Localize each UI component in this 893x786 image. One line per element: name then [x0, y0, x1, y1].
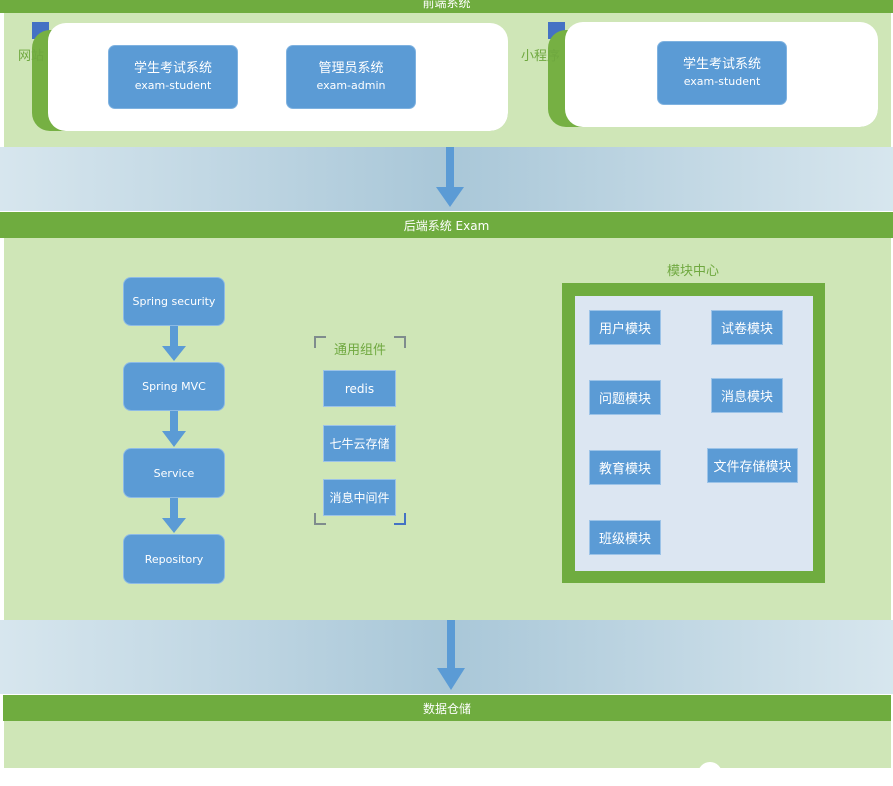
module-exam-paper[interactable]: 试卷模块	[711, 310, 783, 345]
component-redis[interactable]: redis	[323, 370, 396, 407]
backend-title-bar: 后端系统 Exam	[0, 212, 893, 238]
layer-label: Spring security	[132, 295, 216, 308]
app-box-mini-exam-student[interactable]: 学生考试系统 exam-student	[657, 41, 787, 105]
layer-label: Repository	[144, 552, 204, 566]
module-message[interactable]: 消息模块	[711, 378, 783, 413]
component-label: 七牛云存储	[329, 437, 390, 451]
arrow-down-icon	[162, 411, 186, 447]
component-qiniu-storage[interactable]: 七牛云存储	[323, 425, 396, 462]
arrow-down-icon	[162, 326, 186, 361]
app-code: exam-student	[134, 79, 212, 92]
storage-title: 数据仓储	[422, 701, 471, 716]
module-label: 问题模块	[598, 392, 651, 407]
app-name: 管理员系统	[318, 61, 384, 76]
app-code: exam-student	[683, 75, 761, 88]
module-center-title: 模块中心	[666, 264, 719, 279]
module-label: 试卷模块	[720, 322, 773, 337]
module-label: 文件存储模块	[713, 460, 792, 475]
watermark-circle	[698, 762, 722, 786]
common-components-bracket	[314, 336, 406, 525]
module-education[interactable]: 教育模块	[589, 450, 661, 485]
common-components-title: 通用组件	[333, 343, 386, 358]
storage-panel	[4, 721, 891, 768]
arrow-down-icon	[437, 620, 465, 690]
module-label: 班级模块	[598, 532, 651, 547]
storage-title-bar: 数据仓储	[3, 695, 891, 721]
layer-spring-security[interactable]: Spring security	[123, 277, 225, 326]
component-message-middleware[interactable]: 消息中间件	[323, 479, 396, 516]
arrow-down-icon	[162, 498, 186, 533]
frontend-title-bar: 前端系统	[0, 0, 893, 13]
module-label: 教育模块	[598, 462, 651, 477]
layer-service[interactable]: Service	[123, 448, 225, 498]
app-box-exam-student[interactable]: 学生考试系统 exam-student	[108, 45, 238, 109]
frontend-title: 前端系统	[422, 0, 471, 10]
module-question[interactable]: 问题模块	[589, 380, 661, 415]
module-file-storage[interactable]: 文件存储模块	[707, 448, 798, 483]
layer-label: Service	[153, 466, 195, 480]
layer-label: Spring MVC	[142, 380, 206, 393]
backend-title: 后端系统 Exam	[403, 218, 490, 233]
app-code: exam-admin	[316, 79, 386, 92]
miniprogram-label: 小程序	[521, 49, 561, 64]
app-name: 学生考试系统	[133, 61, 212, 76]
arrow-down-icon	[436, 147, 464, 207]
website-label: 网站	[18, 49, 45, 64]
module-label: 用户模块	[598, 322, 651, 337]
layer-repository[interactable]: Repository	[123, 534, 225, 584]
module-label: 消息模块	[720, 390, 773, 405]
app-name: 学生考试系统	[682, 57, 761, 72]
module-user[interactable]: 用户模块	[589, 310, 661, 345]
module-class[interactable]: 班级模块	[589, 520, 661, 555]
layer-spring-mvc[interactable]: Spring MVC	[123, 362, 225, 411]
component-label: 消息中间件	[329, 491, 390, 505]
app-box-exam-admin[interactable]: 管理员系统 exam-admin	[286, 45, 416, 109]
component-label: redis	[344, 381, 375, 396]
